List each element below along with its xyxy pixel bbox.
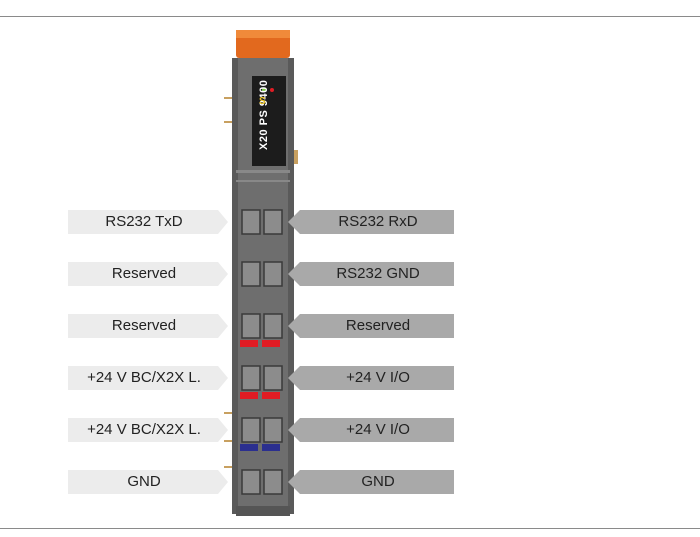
right-label-6: GND: [288, 470, 454, 494]
marker-blue-1: [240, 444, 258, 451]
marker-red-1: [240, 340, 258, 347]
left-label-3: Reserved: [68, 314, 228, 338]
marker-red-2: [262, 340, 280, 347]
terminal-slots: [241, 209, 283, 495]
marker-red-4: [262, 392, 280, 399]
left-label-4: +24 V BC/X2X L.: [68, 366, 228, 390]
right-label-1: RS232 RxD: [288, 210, 454, 234]
right-label-5: +24 V I/O: [288, 418, 454, 442]
left-label-2: Reserved: [68, 262, 228, 286]
left-label-6: GND: [68, 470, 228, 494]
frame-bottom-line: [0, 528, 700, 529]
marker-blue-2: [262, 444, 280, 451]
frame-top-line: [0, 16, 700, 17]
led-red: [270, 88, 274, 92]
led-green: [262, 88, 266, 92]
marker-red-3: [240, 392, 258, 399]
right-label-2: RS232 GND: [288, 262, 454, 286]
right-label-3: Reserved: [288, 314, 454, 338]
display-panel: [252, 76, 286, 166]
led-code-label: S: [259, 96, 266, 107]
left-label-5: +24 V BC/X2X L.: [68, 418, 228, 442]
right-label-4: +24 V I/O: [288, 366, 454, 390]
left-label-1: RS232 TxD: [68, 210, 228, 234]
module-model-label: X20 PS 9400: [258, 79, 270, 150]
